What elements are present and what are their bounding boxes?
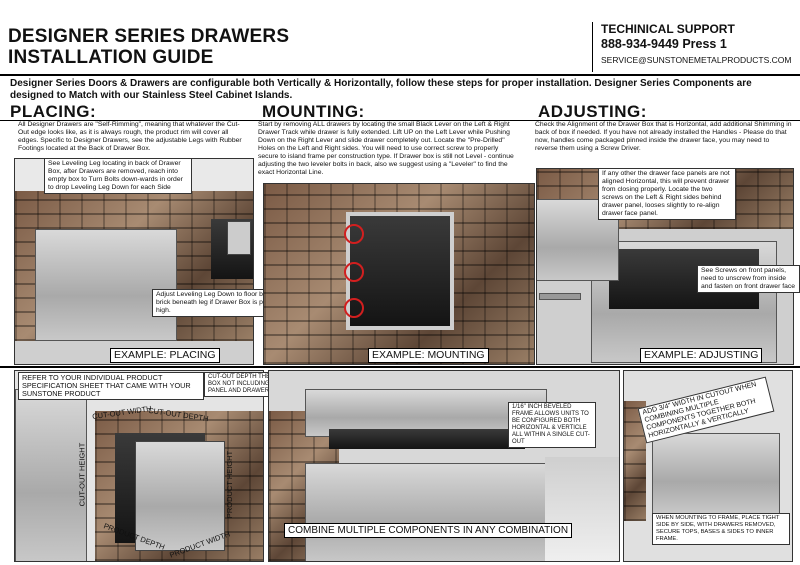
grill-control-panel bbox=[329, 429, 525, 449]
drawer-unit bbox=[135, 441, 225, 551]
adjusting-caption: EXAMPLE: ADJUSTING bbox=[640, 348, 763, 363]
section-divider bbox=[0, 120, 800, 121]
dimension-illustration bbox=[14, 370, 264, 562]
adjusting-text: Check the Alignment of the Drawer Box th… bbox=[535, 121, 792, 152]
adjusting-heading: ADJUSTING: bbox=[538, 102, 647, 121]
island-cabinet bbox=[15, 389, 87, 561]
mounting-text: Start by removing ALL drawers by locatin… bbox=[258, 121, 514, 176]
placing-illustration bbox=[14, 158, 254, 365]
mounting-caption: EXAMPLE: MOUNTING bbox=[368, 348, 489, 363]
header-divider bbox=[0, 74, 800, 76]
intro-text: Designer Series Doors & Drawers are conf… bbox=[10, 78, 752, 101]
support-title: TECHINICAL SUPPORT bbox=[601, 22, 735, 36]
support-phone[interactable]: 888-934-9449 Press 1 bbox=[601, 37, 727, 51]
mounting-heading: MOUNTING: bbox=[262, 102, 365, 121]
page-title: DESIGNER SERIES DRAWERS INSTALLATION GUI… bbox=[8, 26, 298, 68]
support-email[interactable]: SERVICE@SUNSTONEMETALPRODUCTS.COM bbox=[601, 55, 792, 65]
mount-hole-marker-3 bbox=[344, 298, 364, 318]
adjusting-note-alignment: If any other the drawer face panels are … bbox=[598, 168, 736, 220]
drawer-stack bbox=[652, 433, 780, 515]
title-line-1: DESIGNER SERIES DRAWERS bbox=[8, 26, 290, 47]
mount-frame-note: WHEN MOUNTING TO FRAME, PLACE TIGHT SIDE… bbox=[652, 513, 790, 545]
bottom-divider bbox=[0, 366, 800, 368]
spec-sheet-note: REFER TO YOUR INDIVIDUAL PRODUCT SPECIFI… bbox=[18, 372, 204, 400]
mounting-illustration bbox=[263, 183, 535, 365]
combine-caption: COMBINE MULTIPLE COMPONENTS IN ANY COMBI… bbox=[284, 523, 573, 538]
beveled-frame-note: 1/16" INCH BEVELED FRAME ALLOWS UNITS TO… bbox=[508, 402, 596, 448]
countertop-side bbox=[545, 457, 619, 561]
title-line-2: INSTALLATION GUIDE bbox=[8, 47, 214, 68]
adjusting-note-screws: See Screws on front panels, need to unsc… bbox=[697, 265, 800, 293]
mount-hole-marker-1 bbox=[344, 224, 364, 244]
stone-wall bbox=[624, 401, 646, 521]
cut-out-height-label: CUT-OUT HEIGHT bbox=[77, 442, 87, 507]
door-and-drawer-unit bbox=[305, 463, 547, 561]
placing-heading: PLACING: bbox=[10, 102, 97, 121]
product-height-label: PRODUCT HEIGHT bbox=[225, 450, 235, 519]
drawer-handle bbox=[539, 293, 581, 300]
mount-hole-marker-2 bbox=[344, 262, 364, 282]
drawer-box bbox=[35, 229, 177, 341]
placing-text: All Designer Drawers are "Self-Rimming",… bbox=[18, 121, 242, 152]
placing-caption: EXAMPLE: PLACING bbox=[110, 348, 220, 363]
leveling-leg bbox=[227, 221, 251, 255]
placing-note-leveling-leg: See Leveling Leg locating in back of Dra… bbox=[44, 158, 192, 194]
support-block: TECHINICAL SUPPORT 888-934-9449 Press 1 … bbox=[592, 22, 800, 72]
